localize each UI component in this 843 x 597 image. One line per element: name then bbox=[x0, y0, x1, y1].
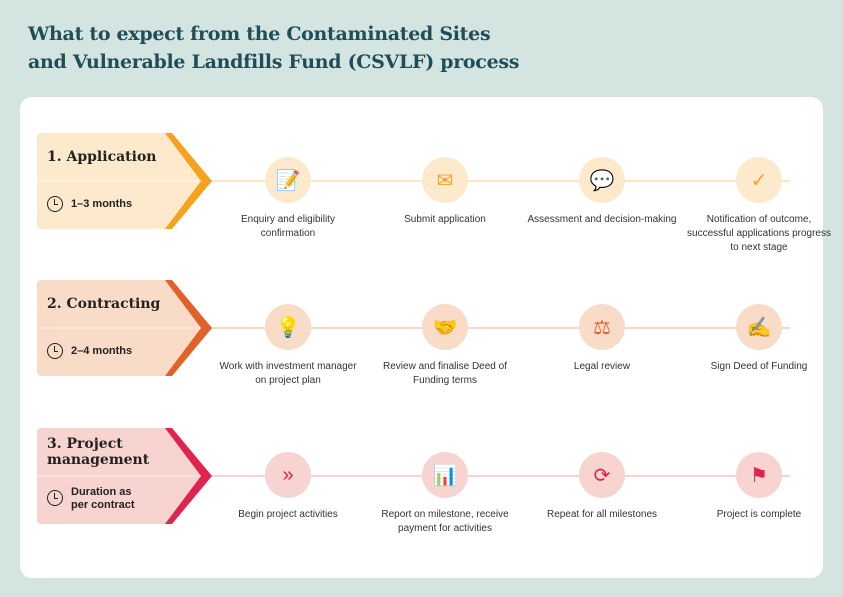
envelope-icon: ✉ bbox=[422, 157, 468, 203]
stage-row: 2. Contracting 2–4 months 💡 Work with in… bbox=[20, 280, 823, 386]
process-step: ⟳ Repeat for all milestones bbox=[527, 452, 677, 522]
stage-chevron bbox=[37, 133, 212, 229]
stage-title: 2. Contracting bbox=[47, 296, 161, 312]
stage-box: 2. Contracting 2–4 months bbox=[37, 280, 212, 376]
process-step: ✉ Submit application bbox=[370, 157, 520, 227]
step-label: Project is complete bbox=[716, 509, 802, 520]
process-step: 💬 Assessment and decision-making bbox=[527, 157, 677, 227]
timeline-line bbox=[210, 180, 790, 182]
sign-document-icon: ✍ bbox=[736, 304, 782, 350]
step-label: Sign Deed of Funding bbox=[710, 361, 808, 372]
process-step: 💡 Work with investment manager on projec… bbox=[213, 304, 363, 388]
step-label: Submit application bbox=[404, 214, 486, 225]
clock-icon bbox=[47, 343, 63, 359]
process-step: ✓ Notification of outcome, successful ap… bbox=[684, 157, 834, 255]
people-discussion-icon: 💬 bbox=[579, 157, 625, 203]
page-title: What to expect from the Contaminated Sit… bbox=[28, 20, 519, 76]
stage-duration: 1–3 months bbox=[71, 198, 133, 210]
clock-icon bbox=[47, 196, 63, 212]
stage-chevron bbox=[37, 280, 212, 376]
flag-icon: ⚑ bbox=[736, 452, 782, 498]
lightbulb-people-icon: 💡 bbox=[265, 304, 311, 350]
step-label: Notification of outcome, successful appl… bbox=[687, 214, 831, 253]
step-label: Review and finalise Deed of Funding term… bbox=[383, 361, 507, 386]
step-label: Assessment and decision-making bbox=[527, 214, 677, 225]
timeline-line bbox=[210, 475, 790, 477]
stage-title: 1. Application bbox=[47, 149, 157, 165]
process-step: 📝 Enquiry and eligibility confirmation bbox=[213, 157, 363, 241]
process-step: ⚑ Project is complete bbox=[684, 452, 834, 522]
title-line-2: and Vulnerable Landfills Fund (CSVLF) pr… bbox=[28, 51, 520, 73]
process-step: ⚖ Legal review bbox=[527, 304, 677, 374]
step-label: Legal review bbox=[573, 361, 631, 372]
stage-row: 3. Project management Duration as per co… bbox=[20, 428, 823, 534]
process-card: 1. Application 1–3 months 📝 Enquiry and … bbox=[20, 97, 831, 578]
document-check-icon: 📝 bbox=[265, 157, 311, 203]
stage-title: 3. Project management bbox=[47, 436, 150, 468]
step-label: Enquiry and eligibility confirmation bbox=[241, 214, 335, 239]
stage-chevron bbox=[37, 428, 212, 524]
process-step: 📊 Report on milestone, receive payment f… bbox=[370, 452, 520, 536]
title-line-1: What to expect from the Contaminated Sit… bbox=[28, 23, 491, 45]
handshake-icon: 🤝 bbox=[422, 304, 468, 350]
timeline-line bbox=[210, 327, 790, 329]
process-step: 🤝 Review and finalise Deed of Funding te… bbox=[370, 304, 520, 388]
report-chart-icon: 📊 bbox=[422, 452, 468, 498]
step-label: Repeat for all milestones bbox=[546, 509, 658, 520]
step-label: Report on milestone, receive payment for… bbox=[381, 509, 509, 534]
step-label: Begin project activities bbox=[238, 509, 338, 520]
checkmark-icon: ✓ bbox=[736, 157, 782, 203]
stage-row: 1. Application 1–3 months 📝 Enquiry and … bbox=[20, 133, 831, 253]
stage-box: 3. Project management Duration as per co… bbox=[37, 428, 212, 524]
process-step: » Begin project activities bbox=[213, 452, 363, 522]
stage-duration: Duration as per contract bbox=[71, 486, 135, 511]
chevrons-right-icon: » bbox=[265, 452, 311, 498]
clock-icon bbox=[47, 490, 63, 506]
process-step: ✍ Sign Deed of Funding bbox=[684, 304, 834, 374]
repeat-icon: ⟳ bbox=[579, 452, 625, 498]
scales-icon: ⚖ bbox=[579, 304, 625, 350]
stage-duration: 2–4 months bbox=[71, 345, 133, 357]
stage-box: 1. Application 1–3 months bbox=[37, 133, 212, 229]
step-label: Work with investment manager on project … bbox=[219, 361, 357, 386]
